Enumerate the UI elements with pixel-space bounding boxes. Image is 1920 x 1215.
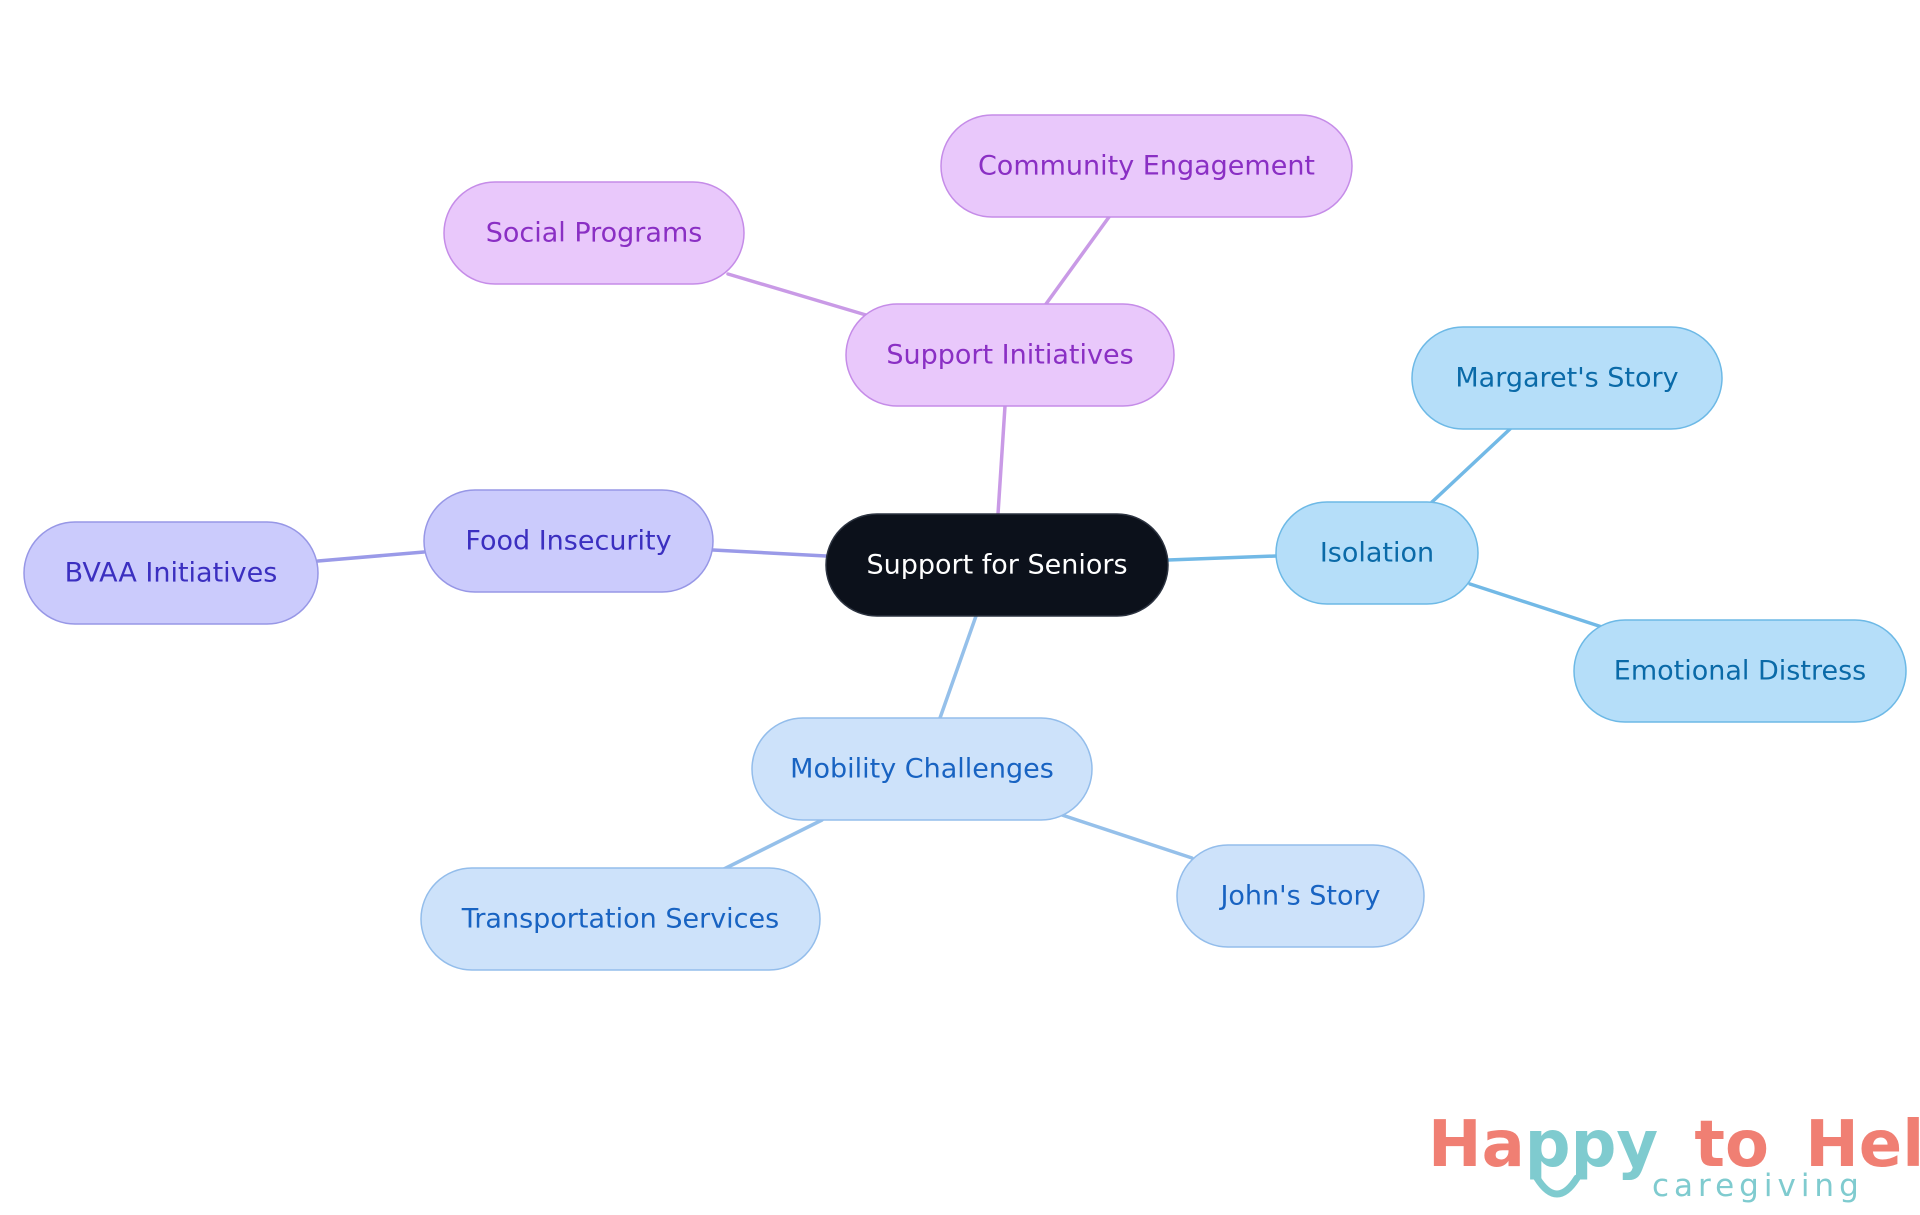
- smile-icon: [1533, 1174, 1581, 1198]
- node-bvaa-initiatives-label: BVAA Initiatives: [65, 558, 278, 589]
- node-mobility-challenges-label: Mobility Challenges: [790, 754, 1054, 785]
- logo-word-happy: Happy: [1428, 1108, 1658, 1182]
- node-social-programs-shape: [443, 181, 745, 285]
- logo-letter: y: [1616, 1108, 1658, 1182]
- node-margarets-story[interactable]: Margaret's Story: [1411, 326, 1723, 430]
- node-transportation-services-shape: [420, 867, 821, 971]
- connector-root-food-insecurity: [711, 548, 828, 558]
- node-root-label: Support for Seniors: [866, 550, 1127, 581]
- node-johns-story-label: John's Story: [1218, 881, 1380, 912]
- logo-word-to: to: [1694, 1108, 1769, 1182]
- node-johns-story-shape: [1176, 844, 1425, 948]
- node-community-engagement-shape: [940, 114, 1353, 218]
- node-emotional-distress-label: Emotional Distress: [1614, 656, 1866, 687]
- node-community-engagement[interactable]: Community Engagement: [940, 114, 1353, 218]
- logo-letter: p: [1571, 1108, 1617, 1182]
- connector-root-isolation: [1166, 554, 1278, 562]
- mind-map-nodes: Social Programs Community EngagementSuppo…: [23, 114, 1907, 971]
- node-transportation-services[interactable]: Transportation Services: [420, 867, 821, 971]
- connector-root-mobility-challenges: [938, 614, 978, 720]
- logo-letter: H: [1428, 1108, 1482, 1182]
- node-bvaa-initiatives[interactable]: BVAA Initiatives: [23, 521, 319, 625]
- node-margarets-story-shape: [1411, 326, 1723, 430]
- node-support-initiatives[interactable]: Support Initiatives: [845, 303, 1175, 407]
- node-mobility-challenges[interactable]: Mobility Challenges: [751, 717, 1093, 821]
- connector-support-initiatives-community-engagement: [1044, 215, 1111, 306]
- logo-letter: p: [1525, 1108, 1571, 1182]
- happy-to-help-logo: Happy to Help caregiving: [1428, 1108, 1920, 1204]
- logo-letter: a: [1482, 1108, 1525, 1182]
- connector-support-initiatives-social-programs: [726, 272, 868, 317]
- node-isolation-shape: [1275, 501, 1479, 605]
- node-social-programs-label: Social Programs: [486, 218, 703, 249]
- connector-mobility-challenges-transportation-services: [720, 818, 824, 872]
- connector-root-support-initiatives: [996, 404, 1007, 516]
- logo-wordmark: Happy to Help: [1428, 1108, 1920, 1182]
- node-community-engagement-label: Community Engagement: [978, 151, 1315, 182]
- node-food-insecurity-shape: [423, 489, 714, 593]
- node-root[interactable]: Support for Seniors: [825, 513, 1169, 617]
- node-mobility-challenges-shape: [751, 717, 1093, 821]
- node-isolation-label: Isolation: [1320, 538, 1434, 569]
- connector-lines: [316, 215, 1604, 872]
- node-isolation[interactable]: Isolation: [1275, 501, 1479, 605]
- node-food-insecurity[interactable]: Food Insecurity: [423, 489, 714, 593]
- connector-isolation-emotional-distress: [1468, 582, 1604, 629]
- node-support-initiatives-label: Support Initiatives: [886, 340, 1133, 371]
- node-bvaa-initiatives-shape: [23, 521, 319, 625]
- node-support-initiatives-shape: [845, 303, 1175, 407]
- node-emotional-distress[interactable]: Emotional Distress: [1573, 619, 1907, 723]
- node-emotional-distress-shape: [1573, 619, 1907, 723]
- node-transportation-services-label: Transportation Services: [461, 904, 779, 935]
- logo-subtitle: caregiving: [1652, 1168, 1864, 1204]
- node-social-programs[interactable]: Social Programs: [443, 181, 745, 285]
- node-root-shape: [825, 513, 1169, 617]
- node-johns-story[interactable]: John's Story: [1176, 844, 1425, 948]
- connector-mobility-challenges-johns-story: [1060, 813, 1194, 860]
- node-margarets-story-label: Margaret's Story: [1455, 363, 1678, 394]
- node-food-insecurity-label: Food Insecurity: [465, 526, 671, 557]
- connector-isolation-margarets-story: [1430, 427, 1512, 504]
- connector-food-insecurity-bvaa-initiatives: [316, 550, 426, 563]
- logo-word-help: Help: [1805, 1108, 1920, 1182]
